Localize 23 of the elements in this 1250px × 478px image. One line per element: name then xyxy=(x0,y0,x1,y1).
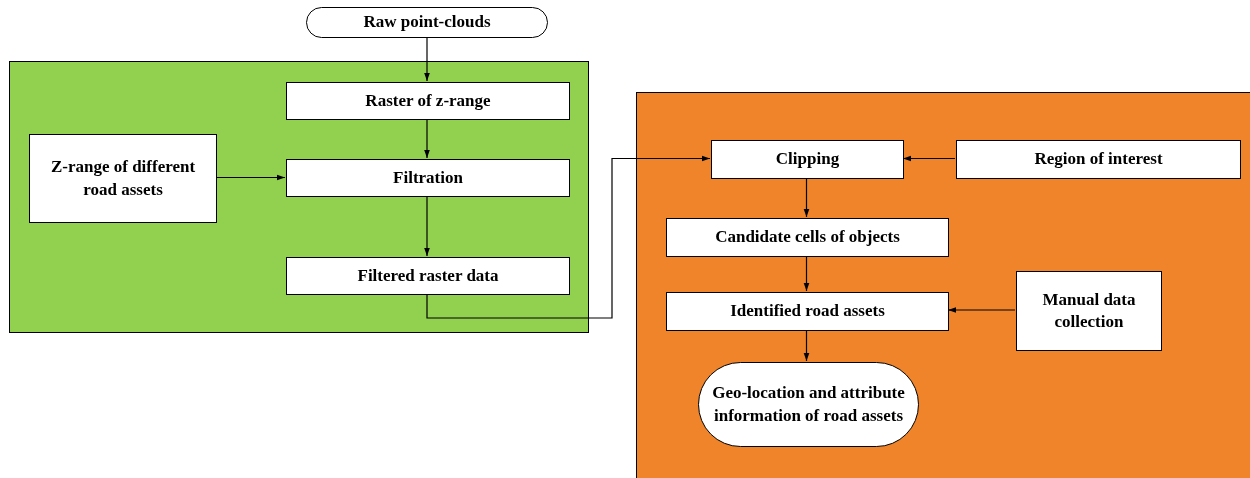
node-label: Filtered raster data xyxy=(356,264,500,287)
panel-background xyxy=(636,92,1250,478)
arrow xyxy=(424,37,430,82)
arrow xyxy=(426,155,711,319)
arrow xyxy=(902,155,956,162)
arrow xyxy=(803,255,810,292)
node-label: Region of interest xyxy=(1033,148,1164,171)
panel-background xyxy=(9,61,589,333)
arrow xyxy=(803,177,810,218)
node-label: Identified road assets xyxy=(729,300,886,323)
arrow xyxy=(424,118,430,159)
node-label: Raster of z-range xyxy=(364,89,492,112)
arrow xyxy=(215,174,286,181)
arrow xyxy=(803,329,810,362)
arrow xyxy=(947,307,1016,313)
node-label: Candidate cells of objects xyxy=(714,226,901,249)
node-label: Raw point-clouds xyxy=(362,11,492,34)
node-label: Manual data collection xyxy=(1041,288,1137,333)
node-label: Geo-location and attribute information of road assets xyxy=(711,382,906,427)
node-label: Z-range of different road assets xyxy=(49,156,197,201)
arrow xyxy=(424,195,430,257)
node-label: Clipping xyxy=(774,148,841,171)
node-label: Filtration xyxy=(392,166,464,189)
